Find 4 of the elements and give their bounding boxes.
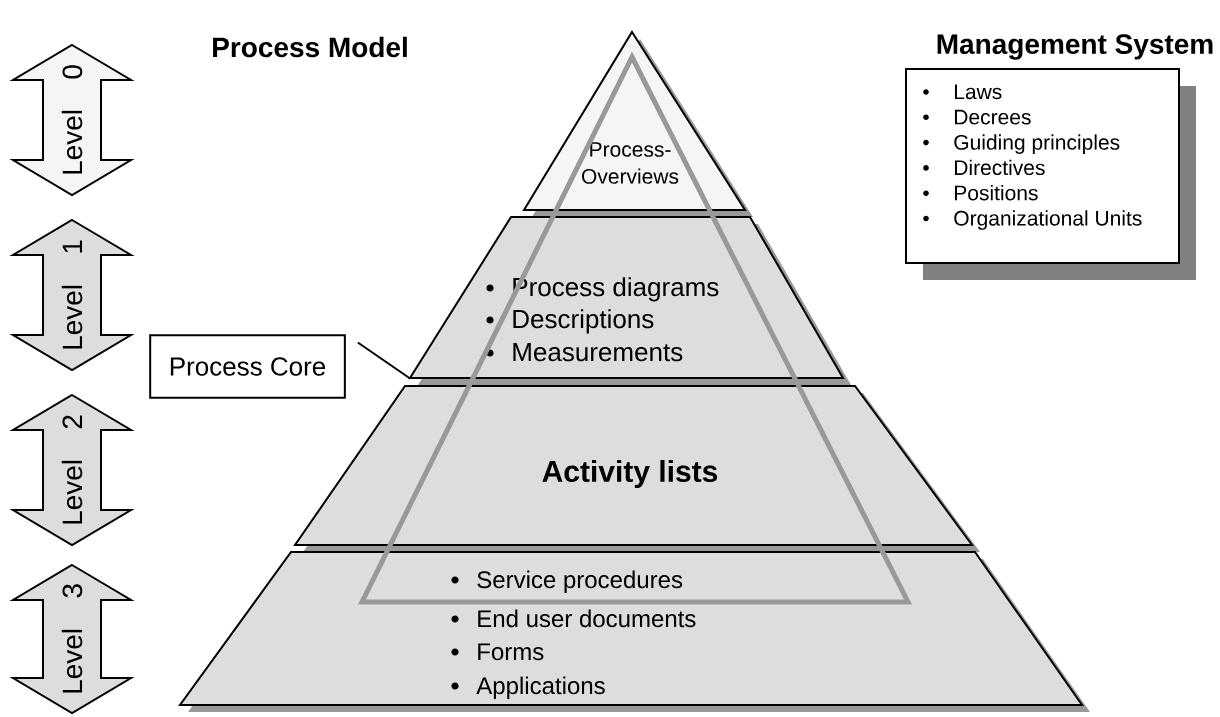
label-box: Process Core [149, 334, 346, 399]
heading: Process Model [213, 36, 407, 58]
list-box: Laws Decrees Guiding principles Directives Positions Organizational Units [905, 68, 1196, 280]
leader-line [356, 341, 411, 380]
